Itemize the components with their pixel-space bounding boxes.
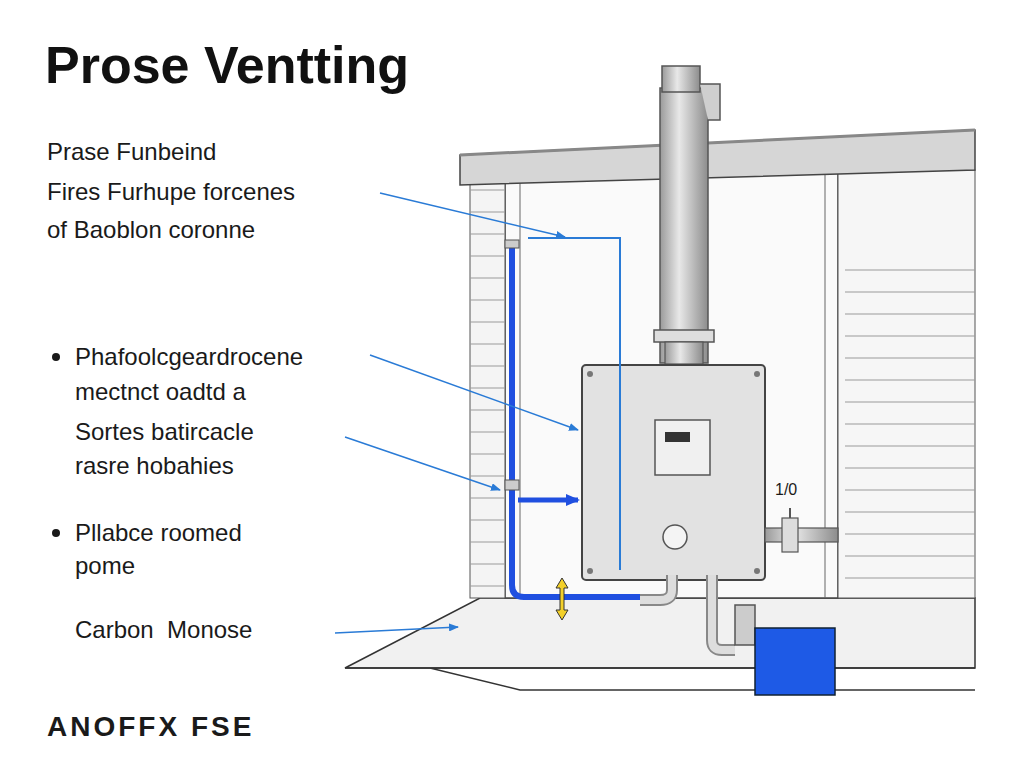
flue-clamp <box>654 330 714 342</box>
leader-line <box>335 627 458 633</box>
flue-collar <box>665 342 703 364</box>
screw <box>754 568 760 574</box>
part-label: Carbon Monose <box>75 616 252 645</box>
valve <box>735 605 755 645</box>
bullet-text: Phafoolcgeardrocene <box>75 343 303 372</box>
drain-pipe-inner <box>640 575 672 600</box>
flow-arrow <box>518 498 578 503</box>
floor-slab <box>345 598 975 668</box>
diagram-title: Prose Ventting <box>45 34 409 96</box>
screw <box>754 371 760 377</box>
roof-edge <box>460 130 975 155</box>
leader-line <box>380 193 565 237</box>
yellow-arrow <box>556 578 568 620</box>
screw <box>587 568 593 574</box>
supply-line <box>528 238 620 570</box>
bullet-text: mectnct oadtd a <box>75 378 246 407</box>
siding-right <box>838 170 975 598</box>
bullet <box>52 529 60 537</box>
screw <box>587 371 593 377</box>
pipe-fitting <box>505 240 519 248</box>
wall-edge <box>520 170 521 598</box>
heater-body <box>582 365 765 580</box>
display-screen <box>665 432 690 442</box>
leader-line <box>345 437 500 490</box>
gas-pipe <box>712 575 735 650</box>
valve-stem <box>789 508 791 518</box>
floor-edge <box>345 668 975 690</box>
side-pipe <box>765 528 838 542</box>
control-panel <box>655 420 710 475</box>
flue-pipe <box>660 88 708 363</box>
bullet-text: rasre hobahies <box>75 452 234 481</box>
flue-cap <box>662 66 700 92</box>
side-valve <box>782 518 798 552</box>
pipe-fitting <box>505 480 519 490</box>
bullet-text: Pllabce roomed <box>75 519 242 548</box>
bullet-text: Sortes batircacle <box>75 418 254 447</box>
siding-lines <box>470 190 975 586</box>
blue-tank <box>755 628 835 695</box>
bullet-text: pome <box>75 552 135 581</box>
valve-label: 1/0 <box>775 480 797 499</box>
drain-pipe <box>640 575 672 600</box>
bullet <box>52 353 60 361</box>
control-knob <box>663 525 687 549</box>
roof-slab <box>460 130 975 185</box>
footer-text: ANOFFX FSE <box>47 710 254 744</box>
siding-left <box>470 170 505 598</box>
leader-line <box>370 355 578 430</box>
note-text: of Baoblon coronne <box>47 216 255 245</box>
note-text: Fires Furhupe forcenes <box>47 178 295 207</box>
gas-pipe-inner <box>712 575 735 650</box>
flue-elbow <box>700 84 720 120</box>
note-text: Prase Funbeind <box>47 138 216 167</box>
